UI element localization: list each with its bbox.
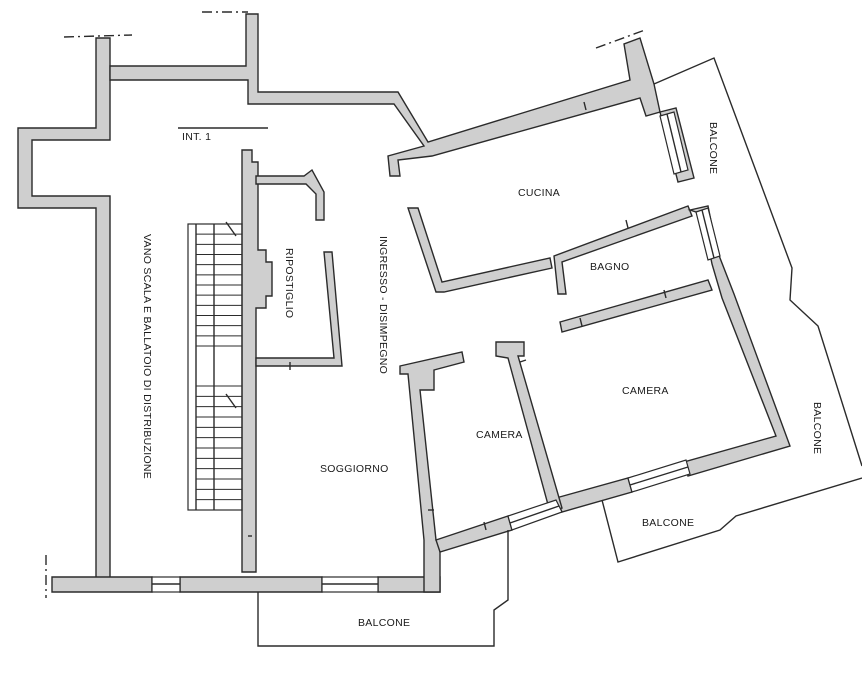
room-label-stair: VANO SCALA E BALLATOIO DI DISTRIBUZIONE (141, 234, 153, 479)
unit-label: INT. 1 (182, 131, 211, 143)
bedroom-south-wall (555, 477, 633, 513)
room-label-balcony-east-mid: BALCONE (811, 402, 823, 454)
bedroom-partition (495, 341, 563, 513)
room-label-balcony-south: BALCONE (358, 617, 410, 629)
walls (17, 13, 791, 593)
bath-bedroom-partition (559, 279, 713, 333)
storage-wall-right (255, 251, 343, 367)
cut-lines (45, 11, 646, 598)
balconies (257, 57, 862, 647)
room-label-kitchen: CUCINA (518, 187, 560, 199)
door-marks (248, 101, 667, 537)
east-exterior-wall-2 (683, 205, 791, 477)
room-label-balcony-east-top: BALCONE (707, 122, 719, 174)
room-label-bedroom-large: CAMERA (622, 385, 669, 397)
small-bedroom-west (399, 351, 465, 593)
storage-wall-top (255, 168, 325, 221)
room-label-living: SOGGIORNO (320, 463, 389, 475)
bottom-west-wall (51, 576, 153, 593)
room-label-entrance: INGRESSO - DISIMPEGNO (377, 236, 389, 374)
staircase (187, 221, 243, 511)
stair-living-partition (241, 149, 273, 573)
kitchen-west-wall (407, 207, 553, 293)
room-label-bedroom-small: CAMERA (476, 429, 523, 441)
room-label-storage: RIPOSTIGLIO (283, 248, 295, 318)
room-label-bathroom: BAGNO (590, 261, 629, 273)
north-stair-wall (109, 13, 661, 177)
room-label-balcony-south-east: BALCONE (642, 517, 694, 529)
stair-west-wall (17, 37, 111, 579)
bottom-middle-wall (179, 576, 323, 593)
kitchen-bath-partition (553, 205, 693, 295)
small-bedroom-south (435, 515, 513, 553)
windows (151, 111, 721, 593)
